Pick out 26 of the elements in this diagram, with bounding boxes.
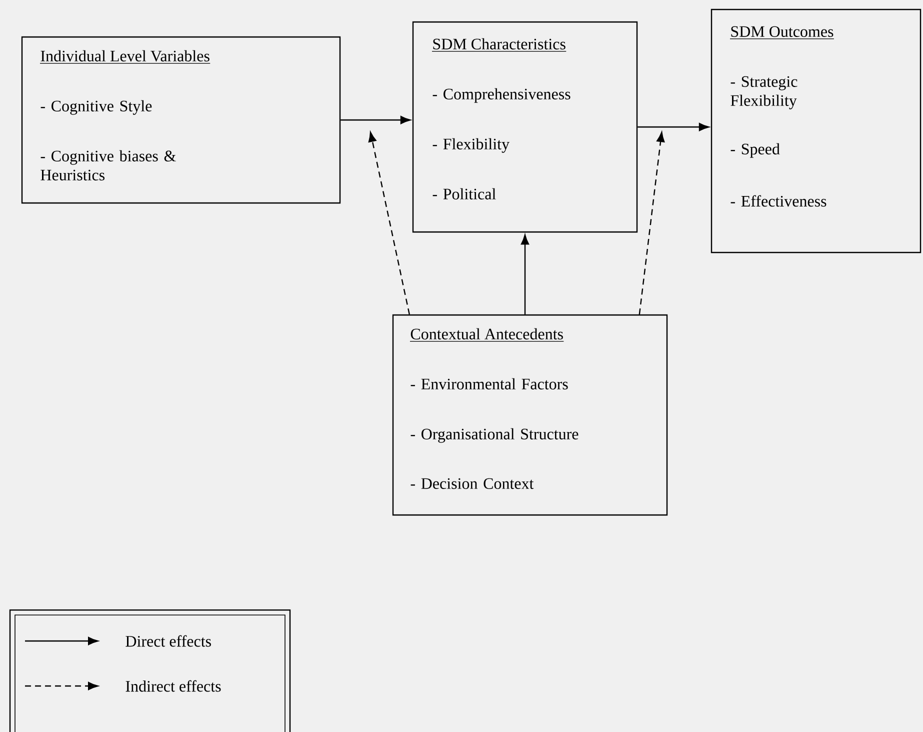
legend-label: Direct effects [126,635,211,647]
text-box [21,36,341,204]
list-item: - Strategic Flexibility [730,76,798,110]
dashed-arrow [368,132,410,315]
arrow [520,234,530,314]
list-item: - Speed [730,143,780,158]
dashed-arrow [638,132,665,314]
text-box [710,8,922,254]
list-item: - Cognitive Style [40,100,152,115]
heading: Individual Level Variables [40,50,210,64]
legend-label: Indirect effects [126,680,221,692]
arrow [340,116,411,124]
list-item: - Organisational Structure [410,428,578,443]
list-item: - Political [432,188,496,200]
list-item: - Decision Context [410,478,534,489]
heading: SDM Characteristics [432,38,566,52]
list-item: - Cognitive biases & Heuristics [40,150,176,180]
heading: Contextual Antecedents [410,328,564,342]
heading: SDM Outcomes [730,26,834,40]
arrow [638,122,710,132]
list-item: - Flexibility [432,138,510,153]
list-item: - Environmental Factors [410,378,568,390]
list-item: - Comprehensiveness [432,88,570,103]
text-box [412,21,638,233]
list-item: - Effectiveness [730,195,826,207]
text-box [392,314,668,516]
